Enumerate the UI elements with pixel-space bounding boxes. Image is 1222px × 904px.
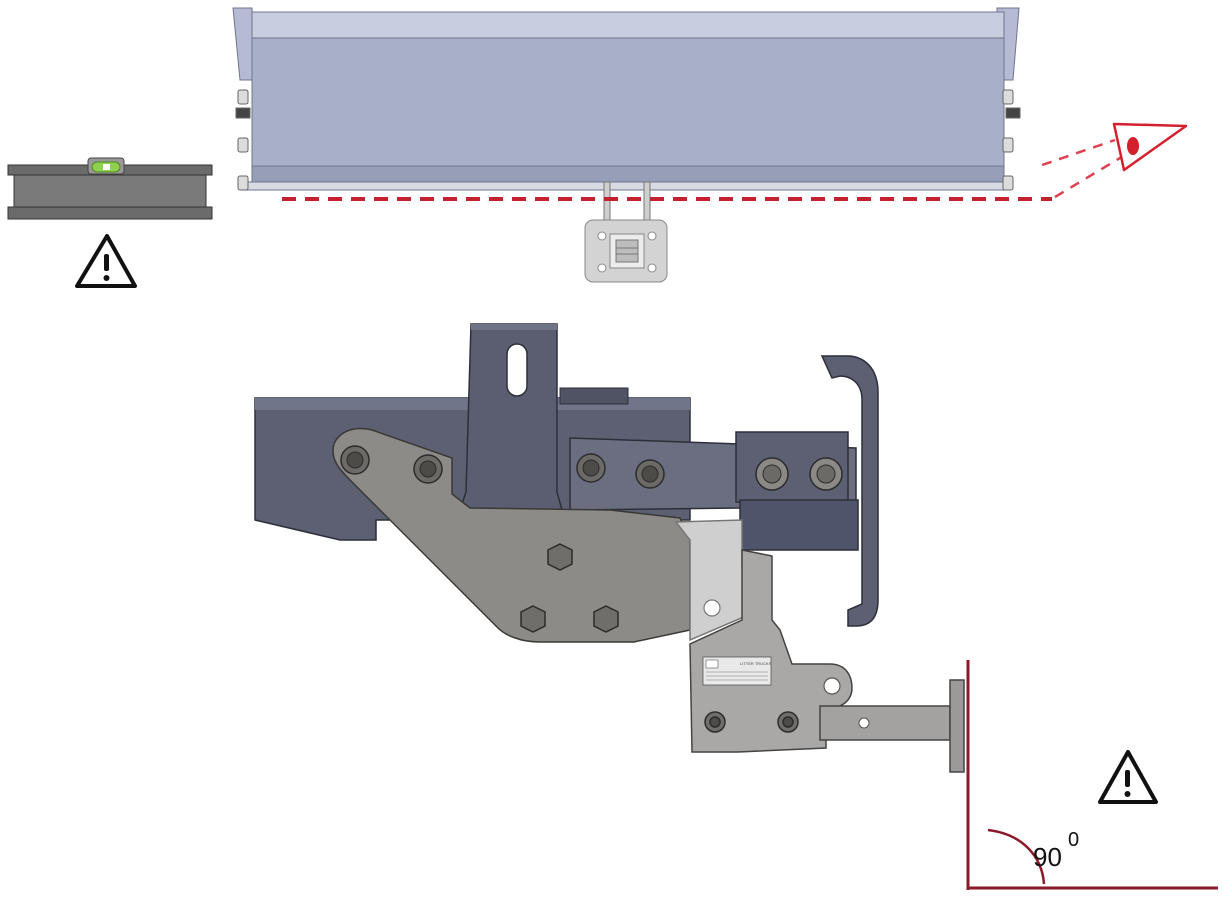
- warning-triangle-icon: [75, 234, 137, 288]
- frame-base-rail: [245, 181, 1011, 191]
- right-side-bolts: [1002, 89, 1021, 191]
- spirit-level-icon: [7, 157, 213, 220]
- receiver-bar: [819, 705, 951, 741]
- warning-triangle-icon: [1098, 750, 1158, 804]
- left-side-bolts: [235, 89, 251, 191]
- latch-lower-block: [739, 499, 859, 551]
- frame-bottom-lip: [251, 165, 1005, 183]
- receiver-end-plate: [949, 679, 965, 773]
- angle-value: 90: [1033, 842, 1062, 872]
- top-frame-assembly: [232, 7, 1126, 283]
- bolt-group-lower: [520, 543, 799, 733]
- hitch-assembly-side-view: LITTER TRUCKS: [254, 323, 965, 773]
- frame-top-edge: [251, 11, 1005, 39]
- latch-hook: [820, 355, 879, 627]
- eye-icon: [1112, 122, 1188, 172]
- hinge-tab-right: [643, 181, 651, 223]
- hinge-tab-left: [603, 181, 611, 223]
- angle-degree-sup: 0: [1068, 829, 1079, 851]
- bolt-group-upper: [340, 445, 843, 491]
- tube-top-block: [559, 387, 629, 405]
- mounting-plate: [584, 219, 668, 283]
- mount-slot: [506, 343, 528, 397]
- sight-ray-upper: [1041, 138, 1116, 167]
- right-angle-indicator: 90 0: [966, 660, 1218, 890]
- angle-arc: [987, 828, 1046, 885]
- frame-body: [251, 11, 1005, 191]
- sight-ray-lower: [1054, 153, 1126, 199]
- nameplate: LITTER TRUCKS: [702, 656, 772, 686]
- nameplate-line-1: LITTER TRUCKS: [740, 661, 772, 666]
